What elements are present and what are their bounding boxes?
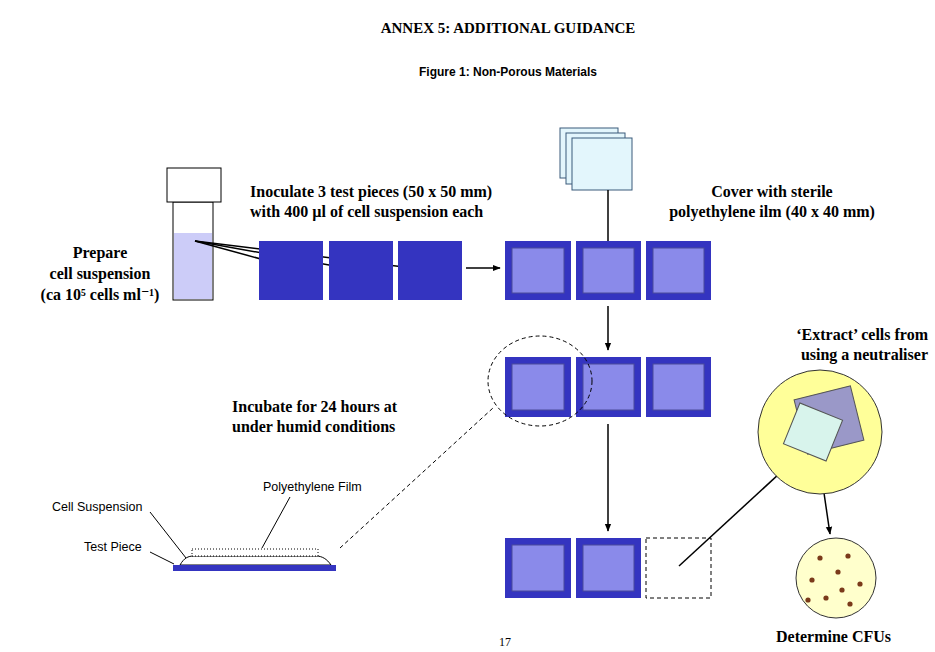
step-label: Inoculate 3 test pieces (50 x 50 mm) — [250, 183, 492, 201]
step-label: polyethylene ilm (40 x 40 mm) — [669, 203, 875, 221]
colony-dot — [857, 581, 862, 586]
extraction-dish — [758, 370, 882, 494]
part-label: Cell Suspension — [52, 500, 142, 514]
leader-lines — [150, 497, 290, 564]
colony-dot — [839, 587, 844, 592]
cross-section — [173, 549, 336, 571]
colony-dot — [817, 555, 822, 560]
colony-dot — [809, 577, 814, 582]
step-label: with 400 µl of cell suspension each — [250, 203, 483, 221]
step-label: ‘Extract’ cells from — [796, 326, 928, 344]
page-number: 17 — [499, 636, 511, 650]
part-label: Test Piece — [84, 540, 142, 554]
zoom-circle — [488, 336, 592, 426]
step-label: using a neutraliser — [801, 346, 928, 364]
concentration-note: (ca 10⁵ cells ml⁻¹) — [41, 286, 160, 304]
film-stack — [560, 128, 632, 190]
film-line — [607, 190, 609, 241]
part-label: Polyethylene Film — [263, 480, 362, 494]
colony-dot — [805, 597, 810, 602]
tube — [167, 168, 221, 300]
colony-dot — [845, 553, 850, 558]
step-label: Determine CFUs — [776, 628, 891, 646]
test-pieces-row1 — [259, 241, 462, 300]
step-label: under humid conditions — [232, 418, 395, 436]
colony-dot — [847, 601, 852, 606]
step-label: Prepare — [73, 244, 128, 262]
figure-caption: Figure 1: Non-Porous Materials — [419, 66, 597, 80]
colony-dot — [823, 595, 828, 600]
step-label: Cover with sterile — [711, 183, 832, 201]
page-heading: ANNEX 5: ADDITIONAL GUIDANCE — [381, 20, 636, 37]
colony-dot — [835, 569, 840, 574]
step-label: cell suspension — [50, 265, 151, 283]
step-label: Incubate for 24 hours at — [232, 398, 397, 416]
colony-plate — [796, 538, 876, 618]
covered-rows — [505, 241, 711, 598]
